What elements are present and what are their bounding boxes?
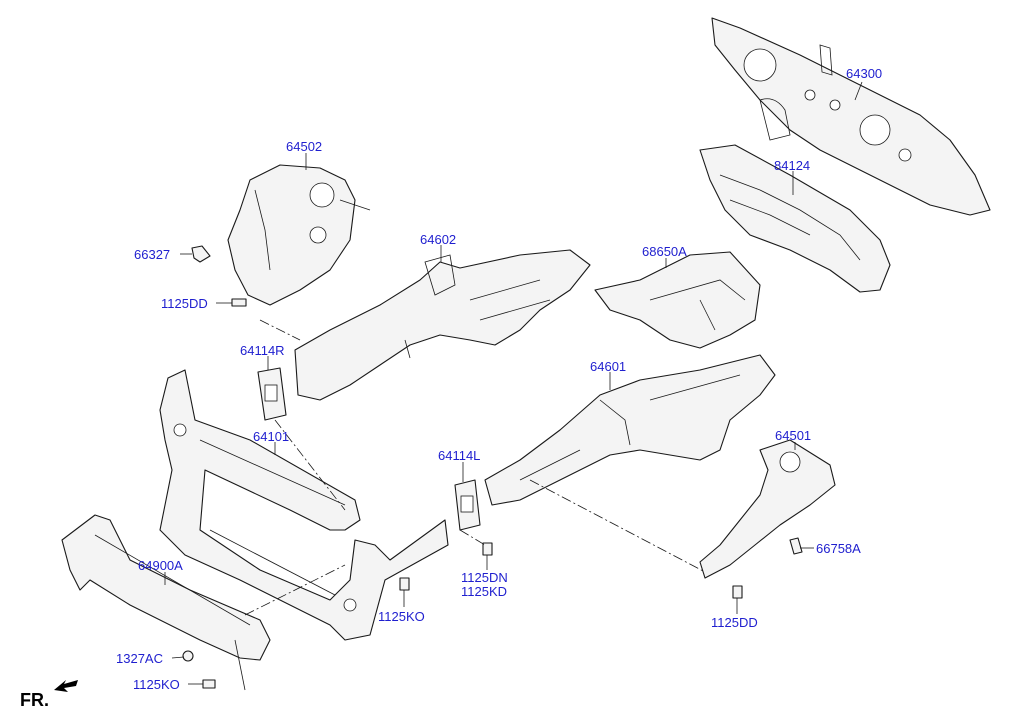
nut-1327ac [182,650,194,662]
label-1125ko-bottom[interactable]: 1125KO [133,677,180,692]
insulator-84124 [699,144,891,293]
label-64114l[interactable]: 64114L [438,448,481,463]
bolt-1125ko-mid [399,577,410,591]
bumper-beam-64900a [61,514,271,691]
label-1125kd[interactable]: 1125KD [461,584,508,599]
label-66327[interactable]: 66327 [134,247,171,262]
label-64300[interactable]: 64300 [846,66,883,81]
label-64114r[interactable]: 64114R [240,343,285,358]
label-64602[interactable]: 64602 [420,232,457,247]
label-64101[interactable]: 64101 [253,429,290,444]
label-66758a[interactable]: 66758A [816,541,861,556]
front-direction-arrow-icon [54,680,78,692]
front-side-member-64602 [294,249,591,401]
front-direction-label: FR. [20,690,49,710]
front-side-member-64601 [484,354,776,506]
label-64501[interactable]: 64501 [775,428,812,443]
label-1327ac[interactable]: 1327AC [116,651,163,666]
label-64502[interactable]: 64502 [286,139,323,154]
label-1125dd-bottom[interactable]: 1125DD [711,615,758,630]
carrier-68650a [594,251,761,349]
bolt-1125dd-bottom [732,585,743,599]
bolt-1125dn [482,542,493,556]
label-84124[interactable]: 84124 [774,158,811,173]
clip-66327 [191,245,211,263]
reference-lines [244,319,706,616]
radiator-support-64101 [159,369,449,641]
label-1125dn[interactable]: 1125DN [461,570,508,585]
label-68650a[interactable]: 68650A [642,244,687,259]
fender-apron-64501 [699,439,836,579]
fender-apron-64502 [227,164,371,306]
label-1125ko-mid[interactable]: 1125KO [378,609,425,624]
mount-plate-64114l [454,479,481,531]
bolt-1125ko-bottom [202,679,216,689]
dash-panel-64300 [711,17,991,216]
clip-66758a [789,537,803,555]
label-1125dd-top[interactable]: 1125DD [161,296,208,311]
label-64900a[interactable]: 64900A [138,558,183,573]
mount-plate-64114r [257,367,287,421]
label-64601[interactable]: 64601 [590,359,627,374]
bolt-1125dd-top [231,298,247,307]
leader-lines [164,81,863,685]
